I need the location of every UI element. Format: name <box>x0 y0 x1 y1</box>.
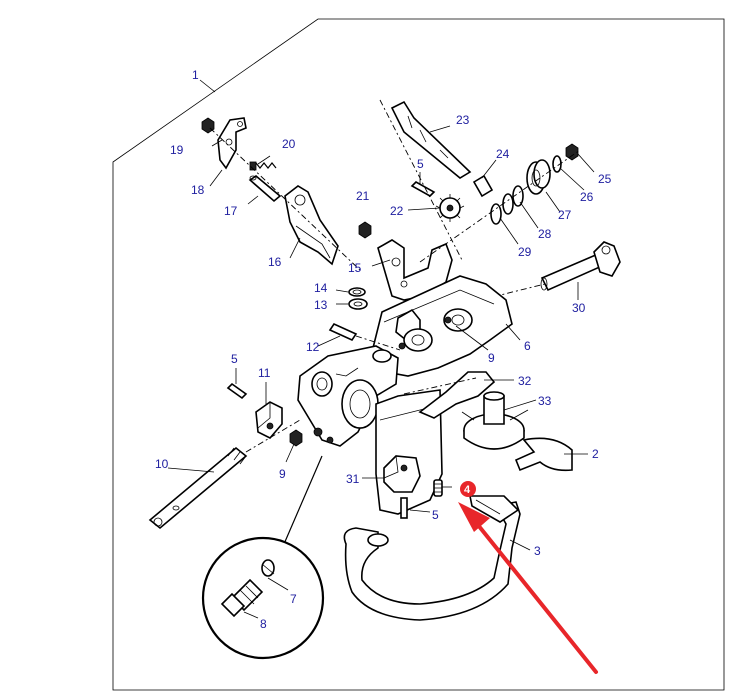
leader-line-1 <box>199 79 216 93</box>
label-3: 3 <box>534 544 541 558</box>
pin-5-bottom-icon <box>400 497 408 519</box>
arm-body-icon <box>297 345 399 447</box>
axis-line-10 <box>245 419 301 453</box>
bolt-23-icon <box>390 100 472 179</box>
diagram-frame <box>112 18 725 691</box>
bolt-24-icon <box>472 174 494 198</box>
label-5-top: 5 <box>417 157 424 171</box>
detail-callout-icon <box>201 455 325 660</box>
label-28: 28 <box>538 227 552 241</box>
label-11: 11 <box>258 366 271 380</box>
axis-line-top-left <box>209 127 361 271</box>
screw-4-icon <box>433 479 443 497</box>
label-5-bottom: 5 <box>432 508 439 522</box>
label-21: 21 <box>356 189 370 203</box>
axis-line-stack <box>419 149 581 263</box>
washer-29-icon <box>490 203 502 225</box>
label-24: 24 <box>496 147 510 161</box>
bolt-9-left-icon <box>289 429 303 447</box>
gear-22-icon <box>435 194 465 222</box>
nut-21-icon <box>358 221 372 239</box>
washer-14-icon <box>348 287 366 297</box>
plate-32-icon <box>418 371 496 419</box>
label-27: 27 <box>558 208 572 222</box>
label-31: 31 <box>346 472 360 486</box>
pin-5-left-icon <box>226 382 248 400</box>
detail-washer-7-icon <box>261 559 275 577</box>
spring-27-icon <box>526 159 551 195</box>
label-15: 15 <box>348 261 362 275</box>
switch-31-icon <box>383 455 421 493</box>
label-14: 14 <box>314 281 328 295</box>
housing-body-icon <box>371 275 513 377</box>
axis-line-32 <box>403 377 477 395</box>
label-17: 17 <box>224 204 238 218</box>
label-1: 1 <box>192 68 199 82</box>
label-29: 29 <box>518 245 532 259</box>
label-22: 22 <box>390 204 404 218</box>
label-25: 25 <box>598 172 612 186</box>
label-20: 20 <box>282 137 296 151</box>
label-30: 30 <box>572 301 586 315</box>
label-32: 32 <box>518 374 532 388</box>
label-19: 19 <box>170 143 184 157</box>
pin-17-icon <box>248 175 282 203</box>
block-11-icon <box>255 401 283 439</box>
nut-25-icon <box>565 143 579 161</box>
label-8: 8 <box>260 617 267 631</box>
clip-2-icon <box>514 437 573 472</box>
label-6: 6 <box>524 339 531 353</box>
washer-28-icon <box>502 185 524 215</box>
pin-12-icon <box>328 322 358 342</box>
label-9-left: 9 <box>279 467 286 481</box>
washer-13-icon <box>348 298 368 310</box>
axis-line-30 <box>479 283 546 301</box>
label-23: 23 <box>456 113 470 127</box>
label-13: 13 <box>314 298 328 312</box>
label-9-right: 9 <box>488 351 495 365</box>
lever-3-icon <box>343 495 521 621</box>
label-12: 12 <box>306 340 320 354</box>
bracket-18-icon <box>217 117 247 170</box>
label-2: 2 <box>592 447 599 461</box>
spring-20-icon <box>249 161 277 171</box>
red-pointer-arrow-icon <box>458 502 598 674</box>
label-18: 18 <box>191 183 205 197</box>
axis-line-top <box>379 99 463 261</box>
label-33: 33 <box>538 394 552 408</box>
shaft-30-icon <box>540 241 621 292</box>
highlight-badge-number: 4 <box>464 484 471 496</box>
leader-lines <box>167 125 595 551</box>
pin-5-top-icon <box>410 181 436 197</box>
lever-16-icon <box>284 185 339 266</box>
axis-line-12 <box>355 335 401 351</box>
label-5-left: 5 <box>231 352 238 366</box>
highlight-badge: 4 <box>460 481 476 497</box>
disc-33-icon <box>461 391 529 450</box>
detail-bolt-8-icon <box>220 578 264 618</box>
nut-19-icon <box>201 117 215 134</box>
rod-10-icon <box>148 446 248 530</box>
label-7: 7 <box>290 592 297 606</box>
label-26: 26 <box>580 190 594 204</box>
label-10: 10 <box>155 457 169 471</box>
label-16: 16 <box>268 255 282 269</box>
